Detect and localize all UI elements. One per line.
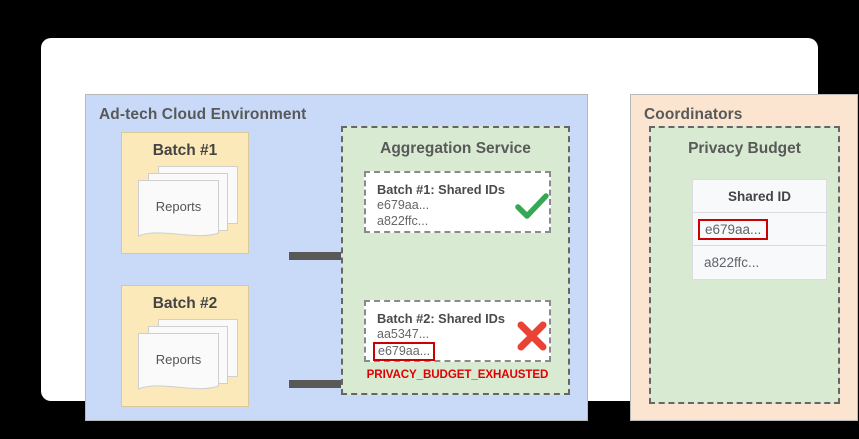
adtech-panel-title: Ad-tech Cloud Environment <box>99 106 307 123</box>
batch-1-box: Batch #1 Reports <box>121 132 249 254</box>
aggregation-batch-2-id-1-flagged: e679aa... <box>373 342 436 361</box>
batch-2-label: Batch #2 <box>152 295 218 312</box>
privacy-budget-row-0-value: e679aa... <box>698 218 769 240</box>
aggregation-batch-1-card: Batch #1: Shared IDs e679aa... a822ffc..… <box>364 171 551 233</box>
batch-2-reports-label: Reports <box>155 352 202 367</box>
aggregation-service-region: Aggregation Service Batch #1: Shared IDs… <box>341 126 570 395</box>
batch-2-box: Batch #2 Reports <box>121 285 249 407</box>
report-sheet-front-icon <box>138 333 219 395</box>
aggregation-batch-1-id-0: e679aa... <box>377 198 430 212</box>
check-icon <box>514 189 550 225</box>
adtech-cloud-environment-panel: Ad-tech Cloud Environment Batch #1 Repor… <box>85 94 588 421</box>
privacy-budget-table: Shared ID e679aa... a822ffc... <box>692 179 827 280</box>
cross-icon <box>514 318 550 354</box>
diagram-card: Ad-tech Cloud Environment Batch #1 Repor… <box>41 38 858 421</box>
aggregation-batch-1-card-title: Batch #1: Shared IDs <box>377 182 506 197</box>
privacy-budget-region: Privacy Budget Shared ID e679aa... a822f… <box>649 126 840 404</box>
aggregation-batch-1-id-1: a822ffc... <box>377 214 429 228</box>
privacy-budget-error-message: PRIVACY_BUDGET_EXHAUSTED <box>366 368 549 381</box>
privacy-budget-column-shared-id: Shared ID <box>727 188 792 204</box>
batch-2-reports-stack: Reports <box>138 319 238 397</box>
aggregation-batch-2-card: Batch #2: Shared IDs aa5347... e679aa... <box>364 300 551 362</box>
batch-1-reports-stack: Reports <box>138 166 238 244</box>
aggregation-service-title: Aggregation Service <box>380 140 531 157</box>
aggregation-batch-2-card-title: Batch #2: Shared IDs <box>377 311 506 326</box>
coordinators-panel: Coordinators Privacy Budget Shared ID e6… <box>630 94 858 421</box>
table-row: a822ffc... <box>693 246 826 279</box>
privacy-budget-row-1-value: a822ffc... <box>704 255 760 270</box>
table-row: e679aa... <box>693 213 826 246</box>
privacy-budget-title: Privacy Budget <box>688 140 801 157</box>
aggregation-batch-2-id-0: aa5347... <box>377 327 430 341</box>
report-sheet-front-icon <box>138 180 219 242</box>
coordinators-panel-title: Coordinators <box>644 106 743 123</box>
privacy-budget-table-header: Shared ID <box>693 180 826 213</box>
batch-1-label: Batch #1 <box>152 142 218 159</box>
batch-1-reports-label: Reports <box>155 199 202 214</box>
